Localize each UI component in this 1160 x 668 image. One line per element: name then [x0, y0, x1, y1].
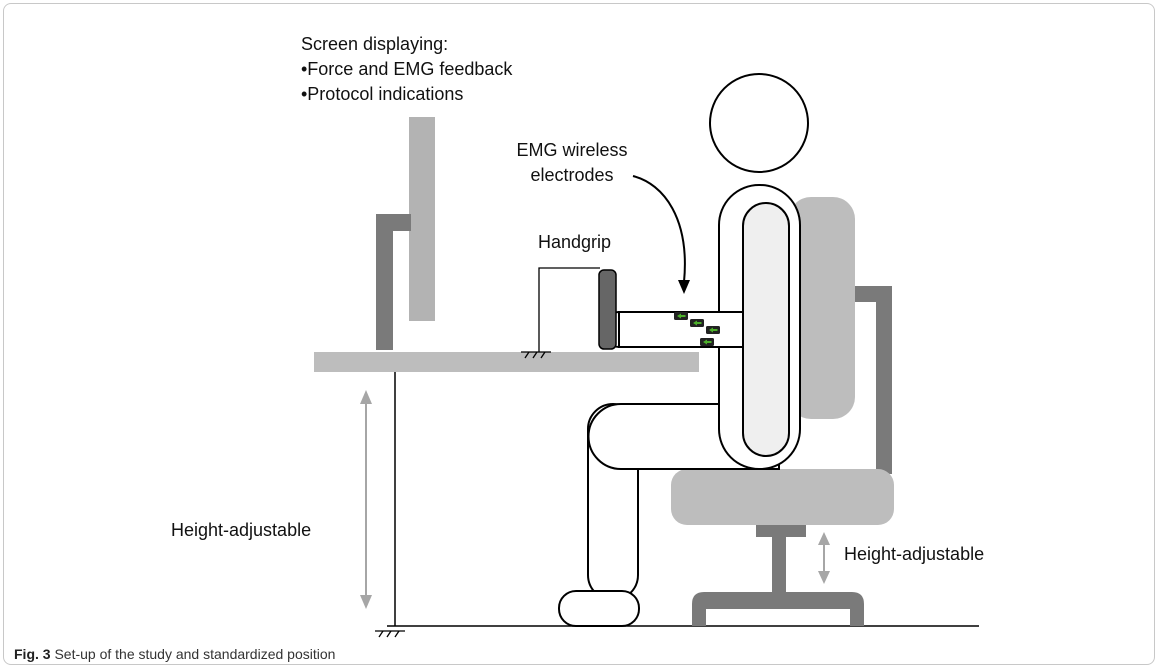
emg-label-line-2: electrodes	[530, 165, 613, 185]
screen-label-heading: Screen displaying:	[301, 34, 448, 54]
person	[558, 73, 809, 627]
caption-text: Set-up of the study and standardized pos…	[54, 646, 336, 662]
desk-height-label: Height-adjustable	[171, 520, 311, 540]
screen-label-item-1: •Force and EMG feedback	[301, 59, 513, 79]
chair-column	[772, 537, 786, 594]
handgrip-cable	[521, 267, 600, 359]
figure-caption: Fig. 3 Set-up of the study and standardi…	[14, 646, 335, 662]
figure-frame: Screen displaying: •Force and EMG feedba…	[3, 3, 1155, 665]
desk-height-arrow	[360, 390, 372, 609]
handgrip-device	[598, 269, 617, 350]
desk-top	[314, 352, 699, 372]
floor-ground-symbol	[375, 630, 405, 638]
monitor-stand	[376, 214, 411, 350]
handgrip-label: Handgrip	[538, 232, 611, 252]
chair-seat	[671, 469, 894, 525]
chair-height-arrow	[818, 532, 830, 584]
monitor	[376, 117, 435, 350]
electrode	[706, 326, 720, 334]
electrode	[674, 312, 688, 320]
emg-label-line-1: EMG wireless	[516, 140, 627, 160]
electrode	[700, 338, 714, 346]
emg-electrodes	[674, 312, 720, 346]
emg-pointer-arrow	[632, 175, 690, 294]
chair-base	[692, 592, 864, 626]
screen-label-item-2: •Protocol indications	[301, 84, 463, 104]
chair-back-frame	[854, 286, 892, 474]
electrode	[690, 319, 704, 327]
chair-backrest	[789, 197, 855, 419]
figure-number: Fig. 3	[14, 646, 51, 662]
monitor-screen	[409, 117, 435, 321]
person-foot	[558, 590, 640, 627]
chair-height-label: Height-adjustable	[844, 544, 984, 564]
person-head	[709, 73, 809, 173]
chair	[671, 197, 894, 626]
chair-column-cap	[756, 525, 806, 537]
setup-diagram: Screen displaying: •Force and EMG feedba…	[171, 34, 984, 638]
person-upper-arm	[742, 202, 790, 457]
desk	[314, 352, 699, 626]
